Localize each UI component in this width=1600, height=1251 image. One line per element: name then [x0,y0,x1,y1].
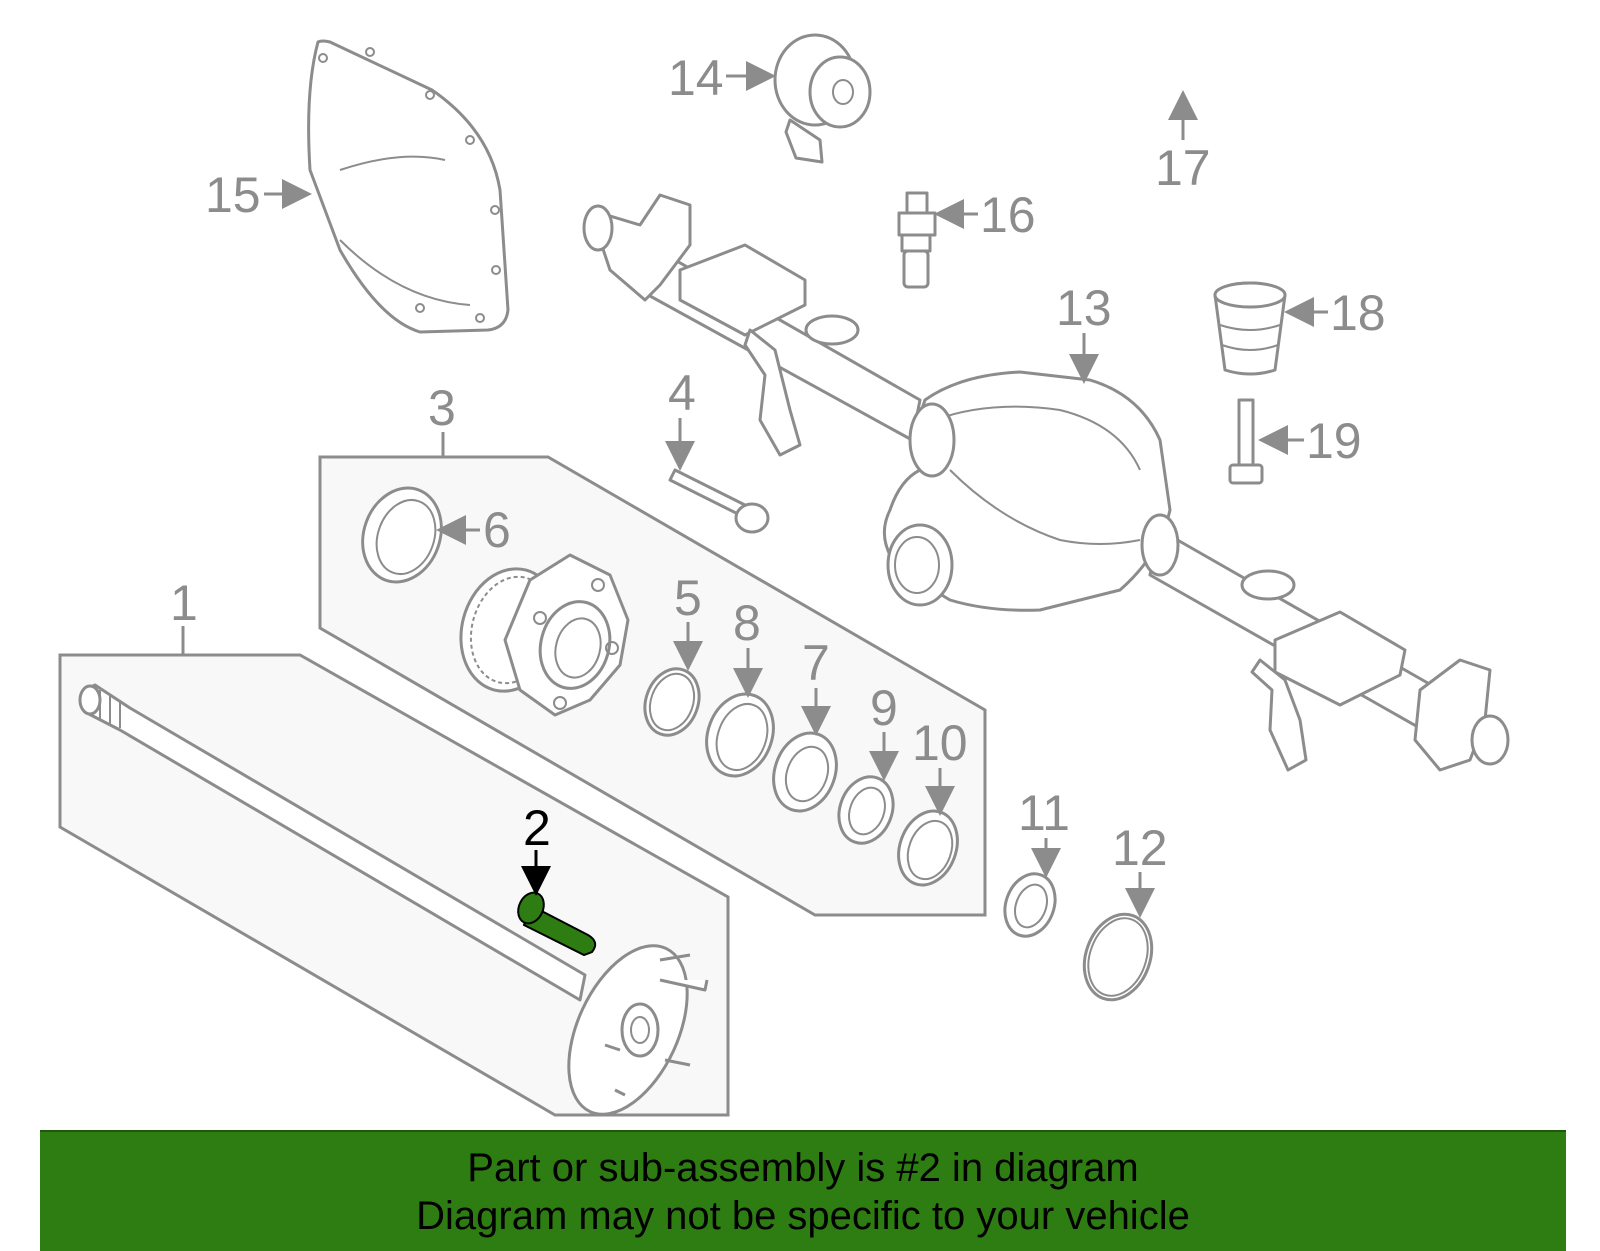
svg-text:6: 6 [483,502,511,558]
banner-line-disclaimer: Diagram may not be specific to your vehi… [416,1193,1190,1238]
hub-assembly-part[interactable] [448,553,630,717]
bolt-19-part[interactable] [1228,398,1264,485]
svg-text:16: 16 [980,187,1036,243]
info-banner: Part or sub-assembly is #2 in diagram Di… [40,1130,1566,1251]
callout-6: 6 [436,502,511,558]
svg-text:3: 3 [428,380,456,436]
callout-2: 2 [521,800,551,896]
plug-part[interactable] [1213,281,1287,376]
callout-11: 11 [1018,785,1070,878]
vent-hose-part[interactable] [901,36,1454,174]
svg-text:1: 1 [170,575,198,631]
svg-text:5: 5 [674,570,702,626]
mount-part[interactable] [773,33,872,164]
vent-fitting-part[interactable] [897,191,937,289]
banner-line-part-number: Part or sub-assembly is #2 in diagram [467,1145,1139,1190]
svg-text:14: 14 [668,50,724,106]
callout-12: 12 [1112,820,1168,918]
svg-text:12: 12 [1112,820,1168,876]
seal-6-part[interactable] [350,477,454,593]
callout-3: 3 [428,380,456,457]
svg-text:9: 9 [870,680,898,736]
callout-1: 1 [170,575,198,655]
o-ring-12-part[interactable] [1073,905,1163,1010]
svg-text:7: 7 [802,635,830,691]
svg-text:15: 15 [205,167,261,223]
callout-17: 17 [1155,90,1211,196]
differential-cover-part[interactable] [307,39,510,334]
seal-11-part[interactable] [997,867,1064,944]
callout-15: 15 [205,167,312,223]
svg-text:2: 2 [523,800,551,856]
callout-16: 16 [934,187,1036,243]
callout-5: 5 [673,570,703,671]
callout-10: 10 [912,715,968,816]
svg-text:4: 4 [668,365,696,421]
svg-text:19: 19 [1306,413,1362,469]
callout-18: 18 [1284,285,1386,341]
callout-13: 13 [1056,280,1112,384]
callout-8: 8 [733,595,763,698]
bolt-4-part[interactable] [668,468,770,534]
axle-shaft-part[interactable] [78,683,711,1133]
svg-text:10: 10 [912,715,968,771]
svg-text:11: 11 [1018,785,1070,841]
axle-housing-part[interactable] [582,193,1510,772]
callout-4: 4 [665,365,696,471]
svg-text:17: 17 [1155,140,1211,196]
svg-text:8: 8 [733,595,761,651]
callout-19: 19 [1258,413,1362,469]
callout-14: 14 [668,50,776,106]
svg-text:18: 18 [1330,285,1386,341]
svg-text:13: 13 [1056,280,1112,336]
callout-9: 9 [869,680,899,781]
callout-7: 7 [801,635,831,736]
wheel-stud-part-highlighted[interactable] [513,888,597,957]
